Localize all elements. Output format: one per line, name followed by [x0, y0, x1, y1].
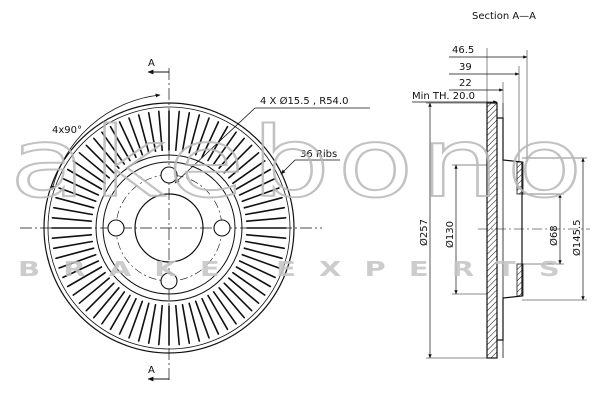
- bolt-holes: [107, 166, 231, 290]
- holes-label: 4 X Ø15.5 , R54.0: [260, 95, 348, 107]
- vent-rib: [232, 160, 266, 185]
- vent-rib: [245, 206, 286, 216]
- vent-rib: [218, 286, 245, 319]
- vent-rib: [78, 277, 110, 305]
- vent-rib: [228, 277, 260, 305]
- diameter-dims: Ø257 Ø130 Ø68 Ø145.5: [418, 102, 587, 359]
- disc-outer-edge-inner: [47, 106, 291, 350]
- vent-rib: [243, 247, 283, 260]
- vent-ribs: [51, 110, 287, 346]
- ribs-leader: [280, 159, 296, 175]
- vent-rib: [228, 152, 260, 179]
- vent-rib: [188, 302, 201, 342]
- bolt-hole: [160, 166, 178, 184]
- vent-rib: [52, 240, 93, 250]
- angle-label: 4x90°: [52, 125, 82, 136]
- hub-flange-top: [516, 161, 524, 195]
- holes-leader: [174, 107, 256, 184]
- vent-rib: [238, 260, 276, 279]
- vent-rib: [201, 297, 220, 335]
- angle-arc: [51, 93, 161, 191]
- vent-rib: [223, 282, 253, 312]
- vent-rib: [181, 112, 191, 152]
- vent-rib: [241, 187, 280, 203]
- vent-rib: [194, 300, 210, 339]
- vent-rib: [51, 234, 93, 239]
- dim-label-minth: Min TH. 20.0: [412, 91, 475, 102]
- width-dims: 46.5 39 22 Min TH. 20.0: [412, 45, 528, 162]
- vent-rib: [128, 300, 144, 339]
- front-view: A A 4x90° 4 X Ø15.5 , R54.0 36 Ribs: [20, 58, 370, 382]
- section-marker-bottom: A: [148, 365, 155, 376]
- dim-label-465: 46.5: [452, 45, 474, 56]
- vent-rib: [175, 304, 180, 346]
- dim-label-d68: Ø68: [548, 225, 560, 246]
- vent-rib: [158, 304, 163, 346]
- vent-rib: [188, 114, 201, 154]
- vent-rib: [175, 110, 180, 152]
- vent-rib: [52, 206, 93, 216]
- vent-rib: [207, 125, 229, 162]
- vent-rib: [101, 291, 126, 325]
- vent-rib: [181, 303, 191, 345]
- vent-rib: [137, 302, 150, 342]
- dim-label-d1455: Ø145.5: [571, 220, 583, 257]
- disc-outer-edge: [43, 102, 295, 354]
- vent-rib: [55, 247, 95, 260]
- vent-rib: [85, 282, 115, 312]
- dim-label-d257: Ø257: [418, 219, 430, 246]
- rotor-friction-ring-hatch: [486, 102, 498, 359]
- vent-rib: [207, 294, 229, 331]
- vent-rib: [55, 196, 95, 209]
- bolt-hole: [160, 272, 178, 290]
- vent-rib: [245, 234, 287, 239]
- bolt-hole: [107, 219, 125, 237]
- vent-rib: [66, 266, 103, 288]
- vent-rib: [245, 240, 286, 250]
- vent-rib: [109, 294, 131, 331]
- vent-rib: [51, 217, 93, 222]
- vent-rib: [243, 196, 283, 209]
- section-marker-top: A: [148, 58, 155, 69]
- vent-rib: [58, 253, 97, 269]
- vent-rib: [194, 117, 210, 156]
- vent-rib: [241, 253, 280, 269]
- bolt-hole: [213, 219, 231, 237]
- hat-outer: [102, 161, 236, 295]
- watermark: akebono BRAKE EXPERTS: [9, 106, 590, 281]
- watermark-brand: akebono: [10, 107, 590, 219]
- section-view: Section A—A 46.5 39 22 Min TH. 20.0: [412, 11, 590, 359]
- dim-label-d130: Ø130: [444, 221, 456, 248]
- vent-rib: [147, 303, 157, 345]
- vent-rib: [218, 137, 245, 169]
- watermark-tagline: BRAKE EXPERTS: [18, 257, 583, 281]
- vent-rib: [238, 177, 276, 196]
- hub-flange-bottom: [516, 263, 524, 297]
- vent-rib: [235, 168, 272, 190]
- vent-rib: [72, 271, 106, 296]
- vent-rib: [223, 144, 253, 174]
- vent-rib: [201, 121, 220, 159]
- vent-rib: [118, 297, 137, 335]
- section-title: Section A—A: [472, 11, 536, 22]
- center-bore: [134, 193, 204, 263]
- ribs-label: 36 Ribs: [300, 149, 337, 160]
- vent-rib: [93, 286, 120, 319]
- vent-rib: [212, 131, 237, 165]
- vent-rib: [62, 260, 100, 279]
- vent-rib: [212, 291, 237, 325]
- vent-rib: [245, 217, 287, 222]
- dim-label-22: 22: [459, 78, 472, 89]
- dim-label-39: 39: [459, 62, 472, 73]
- vent-rib: [232, 271, 266, 296]
- friction-ring-inner: [95, 154, 243, 302]
- vent-rib: [235, 266, 272, 288]
